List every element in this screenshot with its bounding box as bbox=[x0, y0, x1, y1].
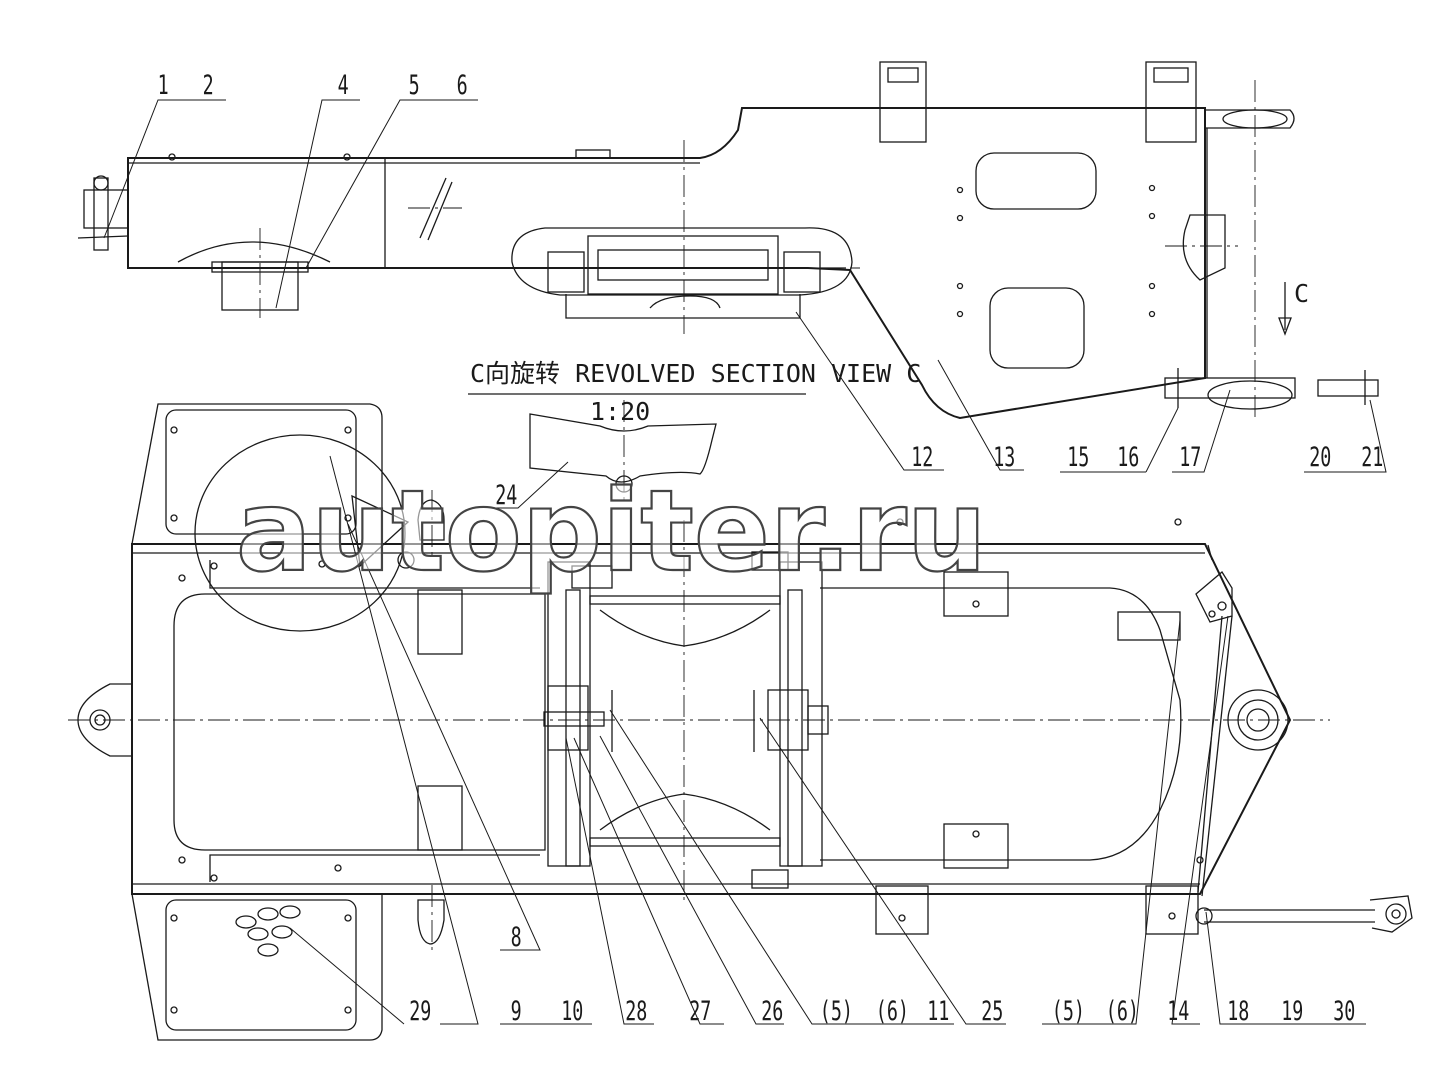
callout-numbers: 1 2 4 5 6 12 13 15 16 17 20 21 24 8 29 9… bbox=[158, 71, 1384, 1027]
revolved-section-view: C向旋转 REVOLVED SECTION VIEW C 1:20 bbox=[468, 359, 921, 500]
view-arrow-label: C bbox=[1294, 279, 1309, 308]
callout-2: 2 bbox=[203, 71, 214, 101]
callout-21: 21 bbox=[1361, 443, 1383, 473]
section-title: C向旋转 REVOLVED SECTION VIEW C bbox=[470, 359, 921, 388]
callout-5-ref-2: (5) bbox=[1052, 997, 1085, 1027]
callout-13: 13 bbox=[993, 443, 1015, 473]
callout-19: 19 bbox=[1281, 997, 1303, 1027]
callout-10: 10 bbox=[561, 997, 583, 1027]
callout-1: 1 bbox=[158, 71, 169, 101]
callout-20: 20 bbox=[1309, 443, 1331, 473]
plan-view bbox=[68, 403, 1413, 1041]
callout-17: 17 bbox=[1179, 443, 1201, 473]
callout-4: 4 bbox=[338, 71, 349, 101]
callout-24: 24 bbox=[495, 481, 517, 511]
callout-25: 25 bbox=[981, 997, 1003, 1027]
callout-9: 9 bbox=[511, 997, 522, 1027]
leader-lines bbox=[103, 99, 1387, 1025]
callout-6: 6 bbox=[457, 71, 468, 101]
callout-14: 14 bbox=[1167, 997, 1189, 1027]
callout-11: 11 bbox=[927, 997, 949, 1027]
watermark: autopiter.ru bbox=[194, 434, 988, 632]
side-view: C bbox=[77, 61, 1379, 420]
callout-6-ref: (6) bbox=[876, 997, 909, 1027]
callout-15: 15 bbox=[1067, 443, 1089, 473]
callout-16: 16 bbox=[1117, 443, 1139, 473]
callout-6-ref-2: (6) bbox=[1106, 997, 1139, 1027]
callout-5: 5 bbox=[409, 71, 420, 101]
callout-30: 30 bbox=[1333, 997, 1355, 1027]
watermark-text: autopiter.ru bbox=[236, 467, 987, 597]
callout-18: 18 bbox=[1227, 997, 1249, 1027]
callout-12: 12 bbox=[911, 443, 933, 473]
callout-5-ref: (5) bbox=[820, 997, 853, 1027]
callout-26: 26 bbox=[761, 997, 783, 1027]
callout-28: 28 bbox=[625, 997, 647, 1027]
callout-29: 29 bbox=[409, 997, 431, 1027]
callout-27: 27 bbox=[689, 997, 711, 1027]
callout-8: 8 bbox=[511, 923, 522, 953]
section-scale: 1:20 bbox=[590, 397, 650, 426]
